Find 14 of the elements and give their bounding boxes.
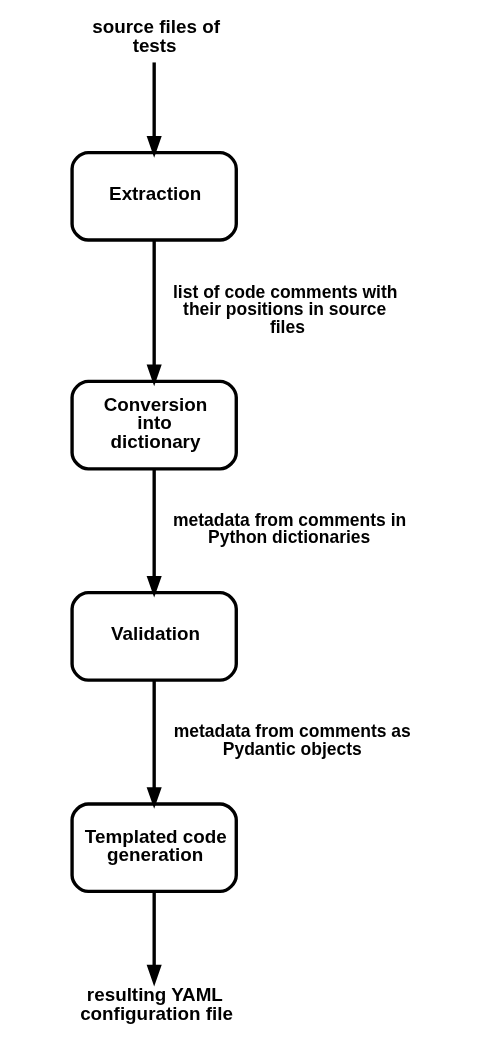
node-box: Conversion into dictionary — [70, 379, 238, 471]
edge-label: metadata from comments in Python dictionaries — [173, 509, 407, 548]
node-box: Extraction — [70, 150, 238, 242]
node-text: resulting YAML configuration file — [80, 983, 233, 1024]
edge-label: list of code comments with their positions in source files — [173, 281, 398, 337]
arrow — [146, 680, 162, 809]
node-box: Templated code generation — [70, 802, 238, 894]
node-text: source files of tests — [92, 16, 220, 56]
arrow — [146, 469, 162, 598]
arrow — [146, 891, 162, 987]
arrow — [146, 240, 162, 387]
edge-label: metadata from comments as Pydantic objects — [173, 721, 411, 759]
node-box: Validation — [70, 591, 238, 682]
arrow — [146, 62, 162, 158]
